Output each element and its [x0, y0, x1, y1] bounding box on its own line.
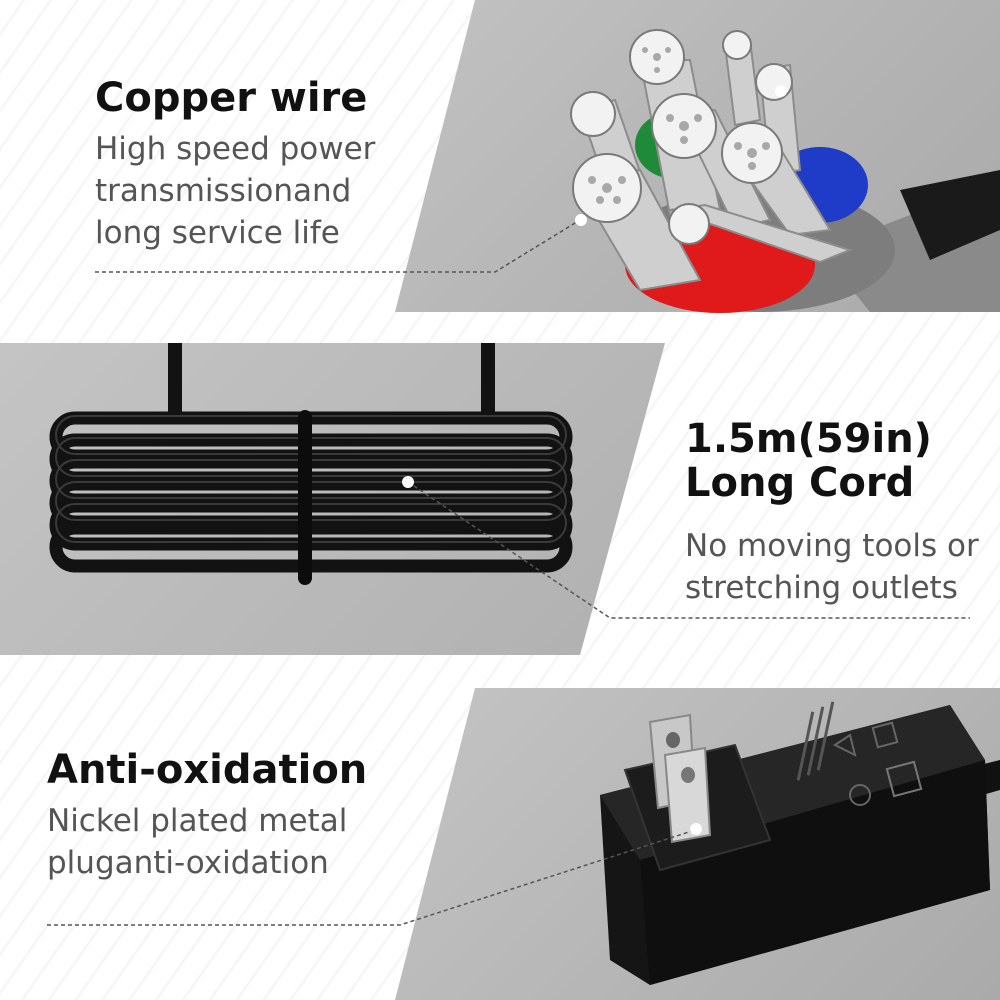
description-line: pluganti-oxidation	[47, 845, 329, 881]
feature-description: No moving tools or stretching outlets	[685, 525, 985, 609]
description-line: Nickel plated metal	[47, 803, 348, 839]
callout-dot	[575, 214, 587, 226]
description-line: stretching outlets	[685, 570, 958, 606]
feature-description: High speed power transmissionand long se…	[95, 128, 395, 254]
title-line: Long Cord	[685, 460, 915, 506]
feature-copper-wire: Copper wire High speed power transmissio…	[95, 76, 395, 254]
feature-anti-oxidation: Anti-oxidation Nickel plated metal pluga…	[47, 748, 377, 884]
description-line: transmissionand	[95, 173, 352, 209]
feature-title: Anti-oxidation	[47, 747, 368, 793]
feature-long-cord: 1.5m(59in) Long Cord No moving tools or …	[685, 417, 985, 609]
power-adapter-image	[600, 701, 1000, 985]
leader-line	[407, 481, 970, 619]
title-line: 1.5m(59in)	[685, 416, 932, 462]
feature-title: 1.5m(59in) Long Cord	[685, 417, 985, 505]
description-line: long service life	[95, 215, 340, 251]
feature-title: Copper wire	[95, 75, 368, 121]
feature-description: Nickel plated metal pluganti-oxidation	[47, 800, 377, 884]
callout-dot	[402, 476, 414, 488]
copper-strands-image	[570, 29, 1000, 313]
description-line: High speed power	[95, 131, 376, 167]
description-line: No moving tools or	[685, 528, 979, 564]
leader-line	[95, 219, 581, 273]
callout-dot	[690, 823, 702, 835]
coiled-cable-image	[49, 343, 573, 585]
leader-line	[47, 829, 696, 926]
